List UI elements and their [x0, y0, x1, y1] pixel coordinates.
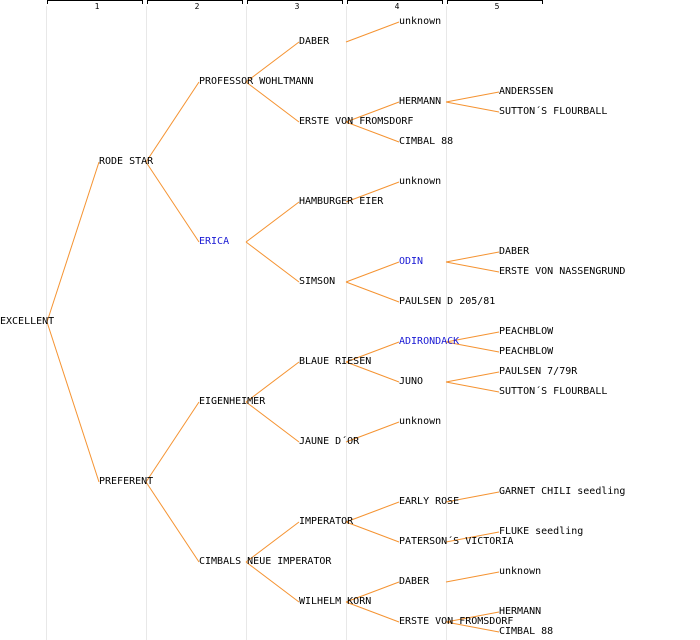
pedigree-edge: [445, 491, 500, 503]
generation-number: 5: [494, 2, 500, 11]
pedigree-edge: [245, 201, 300, 243]
horse-node[interactable]: unknown: [399, 416, 442, 427]
pedigree-edge: [445, 621, 500, 633]
horse-node[interactable]: SIMSON: [299, 276, 336, 287]
pedigree-edge: [345, 421, 400, 443]
generation-column-line: [346, 6, 347, 640]
pedigree-edge: [345, 521, 400, 543]
pedigree-edge: [445, 101, 500, 113]
generation-bracket: [147, 0, 243, 4]
horse-node[interactable]: EIGENHEIMER: [199, 396, 266, 407]
pedigree-edge: [445, 381, 500, 393]
pedigree-edge: [345, 501, 400, 523]
pedigree-edge: [245, 41, 300, 83]
horse-node[interactable]: ERSTE VON NASSENGRUND: [499, 266, 626, 277]
horse-node[interactable]: PEACHBLOW: [499, 346, 554, 357]
horse-node[interactable]: PATERSON´S VICTORIA: [399, 536, 514, 547]
pedigree-edge: [46, 161, 100, 323]
horse-node[interactable]: CIMBAL 88: [399, 136, 454, 147]
pedigree-edge: [345, 361, 400, 383]
horse-node[interactable]: CIMBALS NEUE IMPERATOR: [199, 556, 332, 567]
horse-node[interactable]: WILHELM KORN: [299, 596, 372, 607]
pedigree-edge: [345, 601, 400, 623]
horse-node[interactable]: PREFERENT: [99, 476, 154, 487]
horse-node[interactable]: PAULSEN 7/79R: [499, 366, 578, 377]
pedigree-edge: [445, 341, 500, 353]
horse-node[interactable]: unknown: [499, 566, 542, 577]
generation-column-line: [146, 6, 147, 640]
pedigree-edge: [445, 251, 500, 263]
horse-node[interactable]: BLAUE RIESEN: [299, 356, 372, 367]
pedigree-edge: [345, 21, 400, 43]
generation-column-line: [446, 6, 447, 640]
generation-bracket: [347, 0, 443, 4]
horse-node[interactable]: JUNO: [399, 376, 424, 387]
generation-bracket: [447, 0, 543, 4]
pedigree-edge: [145, 481, 200, 563]
generation-bracket: [247, 0, 343, 4]
generation-number: 1: [94, 2, 100, 11]
horse-node[interactable]: unknown: [399, 176, 442, 187]
horse-node[interactable]: PAULSEN D 205/81: [399, 296, 496, 307]
horse-node[interactable]: DABER: [299, 36, 330, 47]
pedigree-edge: [445, 331, 500, 343]
pedigree-edge: [345, 121, 400, 143]
generation-column-line: [246, 6, 247, 640]
horse-node[interactable]: ERSTE VON FROMSDORF: [299, 116, 414, 127]
horse-node[interactable]: PROFESSOR WOHLTMANN: [199, 76, 314, 87]
horse-node[interactable]: HAMBURGER EIER: [299, 196, 384, 207]
horse-node[interactable]: JAUNE D´OR: [299, 436, 360, 447]
pedigree-edge: [445, 371, 500, 383]
horse-node[interactable]: ERICA: [199, 236, 230, 247]
pedigree-edge: [345, 341, 400, 363]
pedigree-edge: [445, 571, 500, 583]
pedigree-edge: [345, 101, 400, 123]
horse-node[interactable]: EXCELLENT: [0, 316, 55, 327]
horse-node[interactable]: ANDERSSEN: [499, 86, 554, 97]
pedigree-edge: [245, 521, 300, 563]
generation-number: 3: [294, 2, 300, 11]
horse-node[interactable]: SUTTON´S FLOURBALL: [499, 106, 608, 117]
pedigree-edge: [245, 81, 300, 123]
horse-node[interactable]: IMPERATOR: [299, 516, 354, 527]
generation-number: 2: [194, 2, 200, 11]
horse-node[interactable]: DABER: [499, 246, 530, 257]
pedigree-edge: [245, 401, 300, 443]
pedigree-edge: [345, 261, 400, 283]
horse-node[interactable]: EARLY ROSE: [399, 496, 460, 507]
horse-node[interactable]: HERMANN: [499, 606, 542, 617]
horse-node[interactable]: SUTTON´S FLOURBALL: [499, 386, 608, 397]
pedigree-edge: [145, 81, 200, 163]
horse-node[interactable]: PEACHBLOW: [499, 326, 554, 337]
pedigree-edge: [345, 181, 400, 203]
pedigree-edge: [145, 401, 200, 483]
generation-number: 4: [394, 2, 400, 11]
pedigree-edge: [445, 261, 500, 273]
pedigree-edge: [245, 241, 300, 283]
horse-node[interactable]: RODE STAR: [99, 156, 154, 167]
pedigree-edge: [445, 91, 500, 103]
generation-column-line: [46, 6, 47, 640]
horse-node[interactable]: ODIN: [399, 256, 424, 267]
pedigree-edge: [245, 361, 300, 403]
pedigree-edge: [245, 561, 300, 603]
pedigree-edge: [145, 161, 200, 243]
pedigree-edge: [445, 531, 500, 543]
pedigree-edge: [445, 611, 500, 623]
pedigree-edge: [345, 281, 400, 303]
horse-node[interactable]: ADIRONDACK: [399, 336, 460, 347]
horse-node[interactable]: HERMANN: [399, 96, 442, 107]
generation-bracket: [47, 0, 143, 4]
horse-node[interactable]: GARNET CHILI seedling: [499, 486, 626, 497]
pedigree-edge: [345, 581, 400, 603]
horse-node[interactable]: ERSTE VON FROMSDORF: [399, 616, 514, 627]
horse-node[interactable]: unknown: [399, 16, 442, 27]
pedigree-edge: [46, 321, 100, 483]
horse-node[interactable]: FLUKE seedling: [499, 526, 584, 537]
horse-node[interactable]: CIMBAL 88: [499, 626, 554, 637]
horse-node[interactable]: DABER: [399, 576, 430, 587]
